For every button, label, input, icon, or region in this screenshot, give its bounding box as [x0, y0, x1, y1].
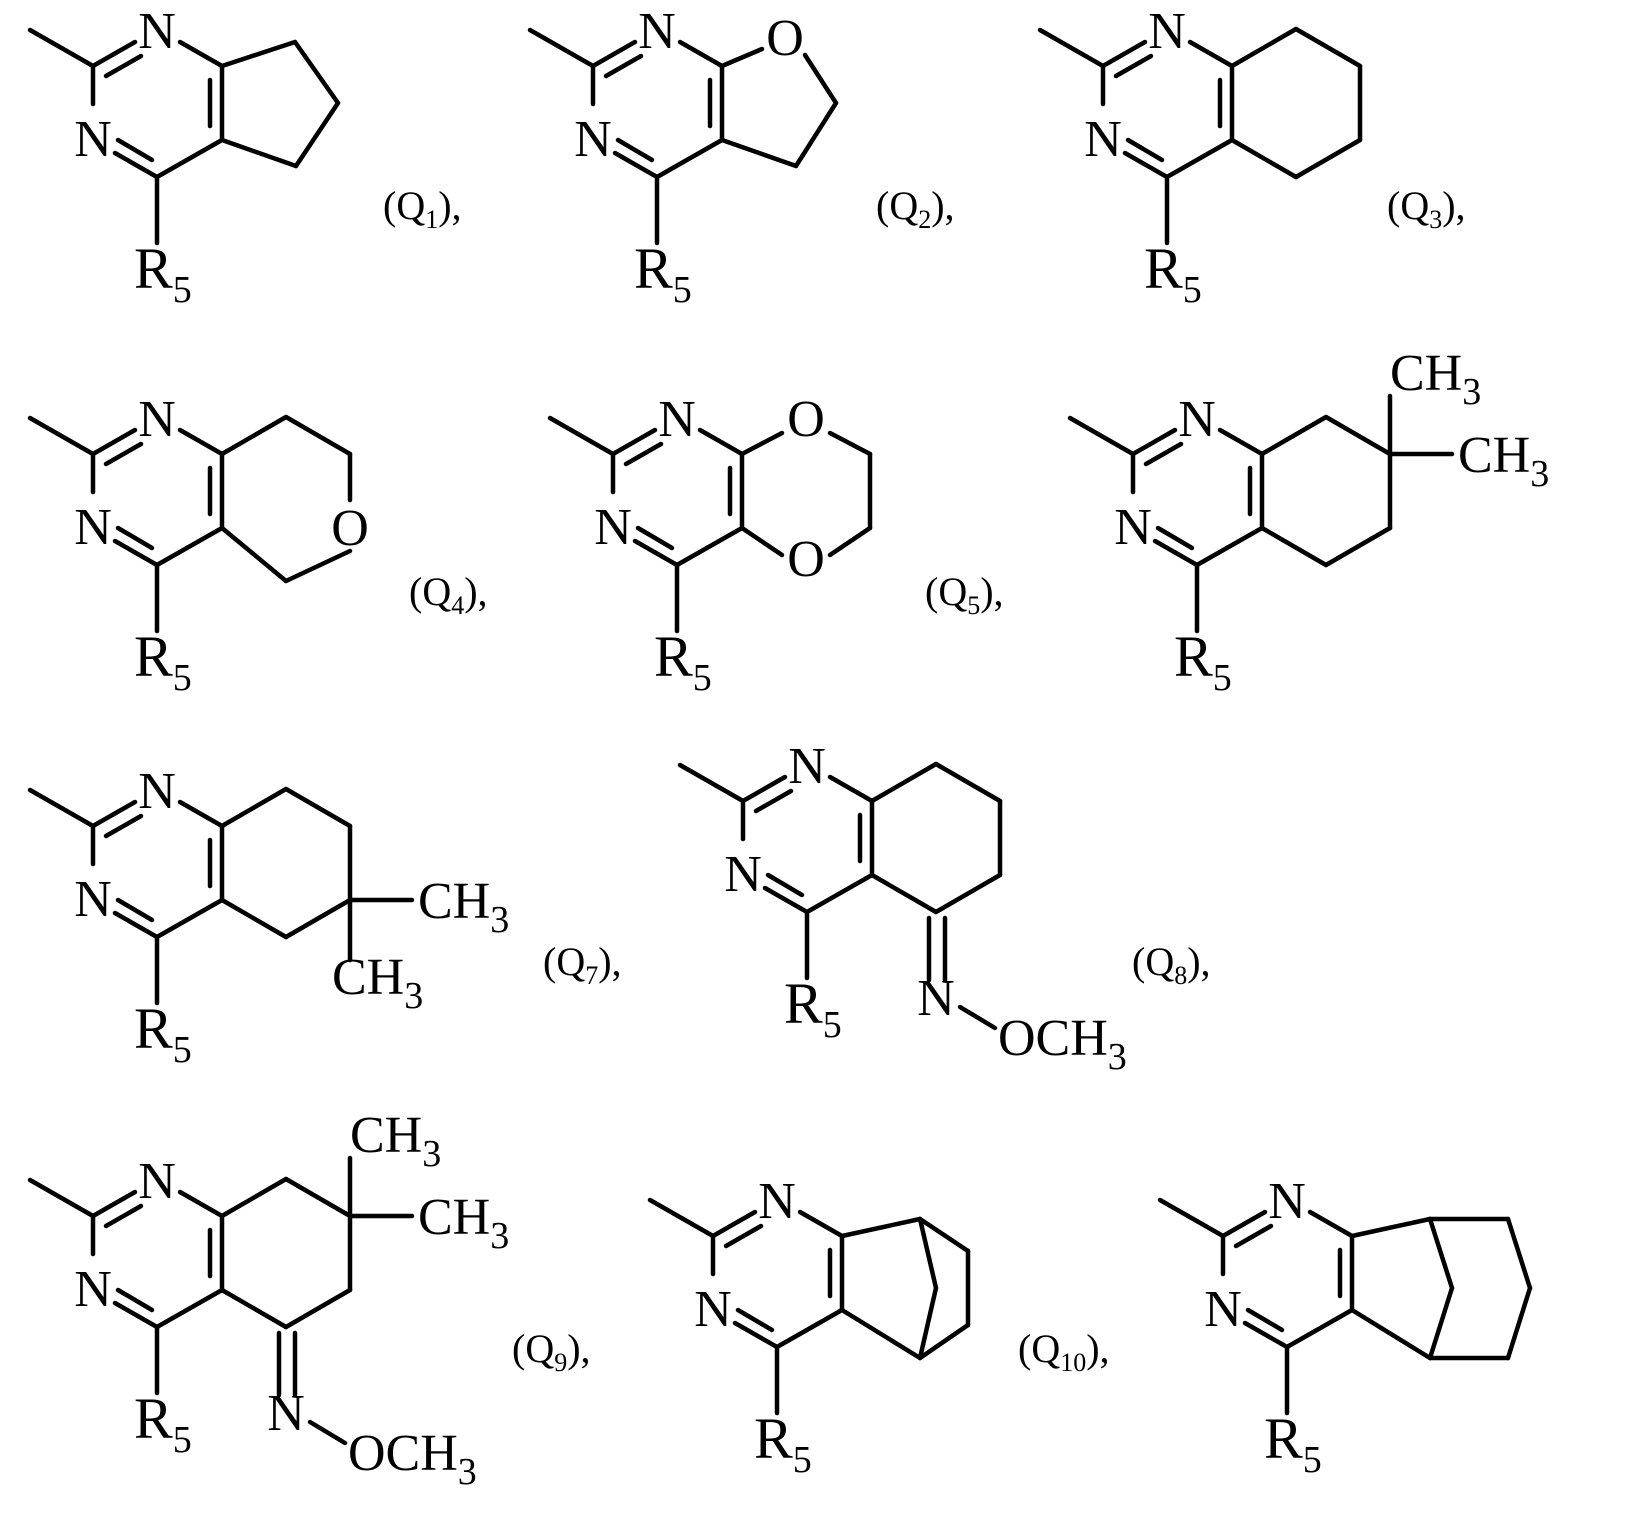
structure-q5: N N O O R5: [520, 388, 920, 699]
label-q9: (Q9),: [512, 1326, 591, 1377]
atom-n1-q9: N: [138, 1153, 176, 1210]
atom-n1-q6: N: [1178, 391, 1216, 448]
bridge-bond-top-q10: [917, 1216, 939, 1291]
atom-n1-q2: N: [638, 3, 676, 60]
atom-n3-q7: N: [74, 871, 112, 928]
label-q8: (Q8),: [1132, 939, 1211, 990]
label-q7: (Q7),: [543, 939, 622, 990]
atom-r5-q8: R5: [784, 971, 842, 1046]
bond-o-ch2: [802, 52, 839, 106]
label-q3: (Q3),: [1387, 183, 1466, 234]
bond-c8a-o-top: [739, 430, 785, 457]
atom-n3-q3: N: [1084, 111, 1122, 168]
methyl-label-up-q6: CH3: [1390, 345, 1481, 413]
atom-n3-q8: N: [724, 846, 762, 903]
structure-q8: N N N OCH3 R5: [650, 735, 1130, 1115]
atom-n3-q2: N: [574, 111, 612, 168]
double-bond-n3c4: [115, 137, 155, 163]
atom-r5-q6: R5: [1174, 624, 1232, 699]
atom-n3-q6: N: [1114, 499, 1152, 556]
atom-r5-q9: R5: [134, 1386, 192, 1461]
structure-q4: N N O R5: [0, 388, 400, 699]
methoxy-label-q9: OCH3: [348, 1425, 477, 1493]
label-q5: (Q5),: [925, 569, 1004, 620]
structure-q2: N N O R5: [500, 0, 880, 311]
bond-ch2-o-bot: [827, 525, 873, 558]
atom-n1-q8: N: [788, 738, 826, 795]
label-q10: (Q10),: [1018, 1326, 1110, 1377]
atom-r5-q2: R5: [634, 236, 692, 311]
atom-n1-q11: N: [1268, 1173, 1306, 1230]
atom-o-q2: O: [766, 10, 804, 67]
atom-n1-q7: N: [138, 763, 176, 820]
atom-n-oxime-q8: N: [917, 970, 955, 1027]
atom-r5-q7: R5: [134, 996, 192, 1071]
bridge-bond-bottom-q10: [917, 1285, 939, 1361]
bond-n-o-oxime: [957, 1004, 998, 1031]
bridge-bond-bottom-q11: [1427, 1285, 1455, 1361]
atom-o-q4: O: [331, 500, 369, 557]
atom-r5-q10: R5: [754, 1406, 812, 1481]
atom-n1-q10: N: [758, 1173, 796, 1230]
atom-r5-q3: R5: [1144, 236, 1202, 311]
structure-q11: N N R5: [1130, 1140, 1580, 1536]
label-q2: (Q2),: [876, 183, 955, 234]
atom-r5-q1: R5: [134, 236, 192, 311]
double-bond-c2n1: [103, 53, 144, 79]
methyl-label-up-q9: CH3: [350, 1107, 441, 1175]
atom-n1-q1: N: [138, 3, 176, 60]
atom-n1-q4: N: [138, 391, 176, 448]
bond-n-o-oxime-q9: [307, 1419, 348, 1446]
label-q1: (Q1),: [383, 183, 462, 234]
bond-c8a-c8-q10: [839, 1216, 923, 1239]
methyl-label-right-q7: CH3: [418, 873, 509, 941]
atom-n1-q3: N: [1148, 3, 1186, 60]
structure-q7: N N CH3 CH3 R5: [0, 760, 520, 1110]
atom-o-bottom-q5: O: [787, 531, 825, 588]
atom-n-oxime-q9: N: [267, 1385, 305, 1442]
methyl-label-right-q9: CH3: [418, 1189, 509, 1257]
structure-q6: N N CH3 CH3 R5: [1040, 345, 1632, 700]
bond-o-c5: [283, 548, 353, 584]
atom-n3-q4: N: [74, 499, 112, 556]
methoxy-label-q8: OCH3: [998, 1010, 1127, 1078]
atom-r5-q11: R5: [1264, 1406, 1322, 1481]
atom-n3-q5: N: [594, 499, 632, 556]
bond-o-c4a-bot: [739, 525, 785, 558]
bridge-bond-top-q11: [1427, 1216, 1455, 1291]
atom-o-top-q5: O: [787, 391, 825, 448]
atom-n3-q1: N: [74, 111, 112, 168]
structure-q1: N N R5: [0, 0, 380, 311]
atom-r5-q5: R5: [654, 624, 712, 699]
structure-q3: N N R5: [1010, 0, 1410, 311]
methyl-label-down-q7: CH3: [332, 949, 423, 1017]
atom-n3-q11: N: [1204, 1281, 1242, 1338]
atom-r5-q4: R5: [134, 624, 192, 699]
methyl-label-right-q6: CH3: [1458, 427, 1549, 495]
methyl-bond-q1: [27, 27, 96, 69]
bond-o-ch2-top: [827, 430, 873, 457]
label-q4: (Q4),: [409, 569, 488, 620]
structure-q9: N N CH3 CH3 N OCH3 R5: [0, 1107, 520, 1530]
structure-q10: N N R5: [620, 1140, 1040, 1536]
bond-c8a-o: [719, 46, 765, 69]
atom-n3-q10: N: [694, 1281, 732, 1338]
atom-n3-q9: N: [74, 1261, 112, 1318]
atom-n1-q5: N: [658, 391, 696, 448]
